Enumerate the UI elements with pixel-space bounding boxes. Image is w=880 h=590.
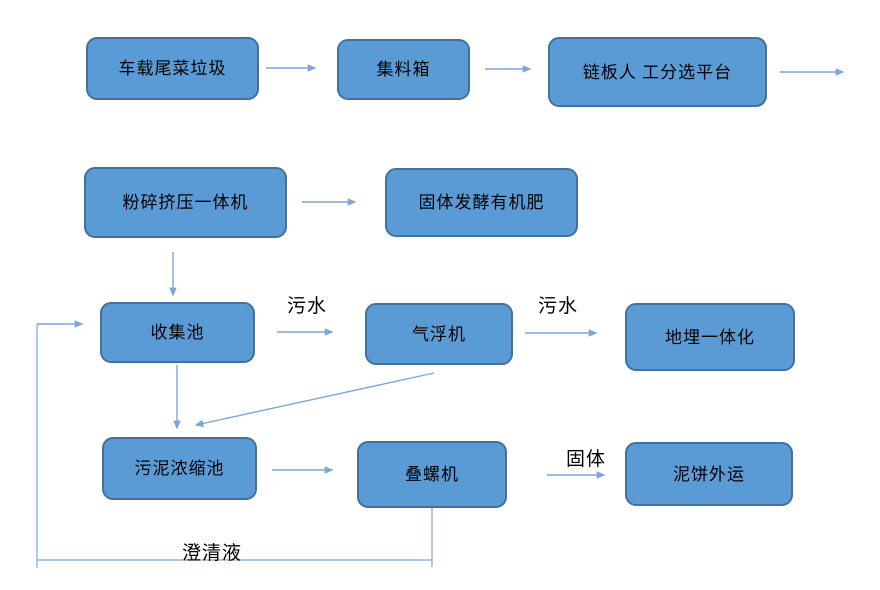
edge-label-solid: 固体 [566, 449, 607, 470]
node-mud-cake-label: 泥饼外运 [673, 464, 745, 484]
node-sorting-platform-label: 链板人 工分选平台 [582, 62, 733, 82]
connector-air-flotation-to-sludge-thickening-diagonal [194, 372, 435, 428]
node-solid-fertilizer: 固体发酵有机肥 [385, 168, 578, 237]
node-mud-cake: 泥饼外运 [625, 442, 793, 506]
node-air-flotation-label: 气浮机 [412, 324, 466, 344]
node-buried-integrated: 地埋一体化 [625, 303, 795, 371]
node-collection-pool: 收集池 [100, 302, 255, 363]
node-solid-fertilizer-label: 固体发酵有机肥 [418, 193, 545, 212]
node-sludge-thickening-label: 污泥浓缩池 [134, 459, 225, 478]
edge-label-sewage-2: 污水 [538, 296, 579, 317]
node-sludge-thickening: 污泥浓缩池 [102, 437, 257, 500]
node-buried-integrated-label: 地埋一体化 [665, 327, 755, 347]
node-air-flotation: 气浮机 [365, 303, 513, 365]
node-vehicle-waste: 车载尾菜垃圾 [86, 37, 259, 100]
edge-label-clarified-liquid: 澄清液 [182, 543, 243, 564]
node-collection-box: 集料箱 [337, 39, 470, 100]
node-screw-machine-label: 叠螺机 [405, 465, 459, 484]
node-sorting-platform: 链板人 工分选平台 [548, 37, 767, 107]
node-crusher-press: 粉碎挤压一体机 [84, 167, 287, 238]
node-vehicle-waste-label: 车载尾菜垃圾 [118, 59, 227, 78]
node-screw-machine: 叠螺机 [357, 441, 507, 508]
node-collection-box-label: 集料箱 [376, 60, 431, 79]
node-collection-pool-label: 收集池 [150, 323, 205, 342]
node-crusher-press-label: 粉碎挤压一体机 [122, 193, 249, 212]
edge-label-sewage-1: 污水 [287, 296, 328, 317]
